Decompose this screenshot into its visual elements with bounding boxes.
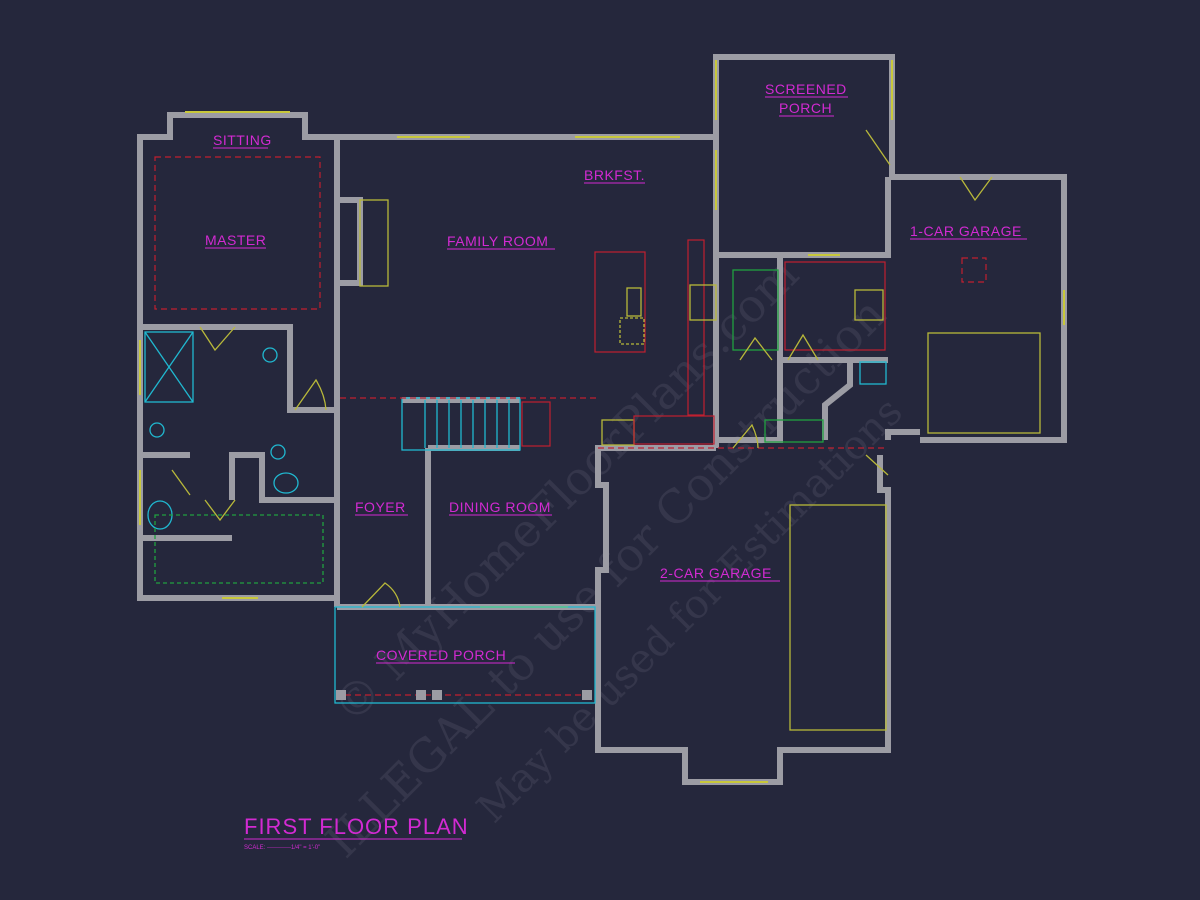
room-label-screened-porch-2: PORCH [779,100,832,116]
room-label-family-room: FAMILY ROOM [447,233,548,249]
room-label-foyer: FOYER [355,499,406,515]
watermark-line-2: ILLEGAL to use for Construction [315,287,896,868]
room-labels: SITTING MASTER BRKFST. FAMILY ROOM SCREE… [205,81,1027,664]
title-block: FIRST FLOOR PLAN SCALE: ------------1/4"… [244,814,469,851]
plan-scale: SCALE: ------------1/4" = 1'-0" [244,845,320,851]
room-label-2-car-garage: 2-CAR GARAGE [660,565,772,581]
watermark: © MyHomeFloorPlans.com ILLEGAL to use fo… [315,247,912,868]
room-label-dining-room: DINING ROOM [449,499,551,515]
fixtures [144,129,1041,731]
room-label-1-car-garage: 1-CAR GARAGE [910,223,1022,239]
room-label-master: MASTER [205,232,266,248]
staircase [401,397,551,451]
plan-title: FIRST FLOOR PLAN [244,814,469,839]
room-label-screened-porch: SCREENED [765,81,847,97]
room-label-covered-porch: COVERED PORCH [376,647,506,663]
room-label-sitting: SITTING [213,132,272,148]
room-label-brkfst: BRKFST. [584,167,645,183]
